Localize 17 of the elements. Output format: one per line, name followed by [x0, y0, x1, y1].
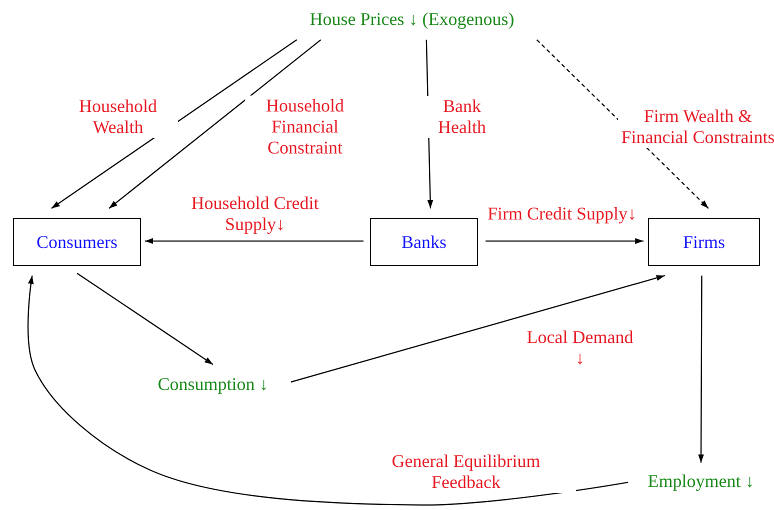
box-label: Banks	[402, 232, 446, 252]
box-label: Consumers	[36, 232, 118, 252]
arrow	[108, 39, 322, 209]
variable-label: House Prices ↓ (Exogenous)	[310, 8, 514, 30]
arrow	[76, 272, 214, 365]
variable-label: Employment ↓	[648, 470, 754, 492]
entity-box	[370, 218, 478, 266]
arrow	[144, 238, 364, 244]
box-label: Firms	[682, 232, 725, 252]
entity-box	[648, 218, 760, 266]
arrow	[27, 276, 628, 506]
arrow	[290, 275, 665, 383]
arrow	[486, 238, 644, 244]
arrow	[51, 39, 298, 209]
arrow	[698, 276, 704, 463]
variable-label: Consumption ↓	[158, 374, 268, 395]
entity-box	[13, 218, 141, 266]
